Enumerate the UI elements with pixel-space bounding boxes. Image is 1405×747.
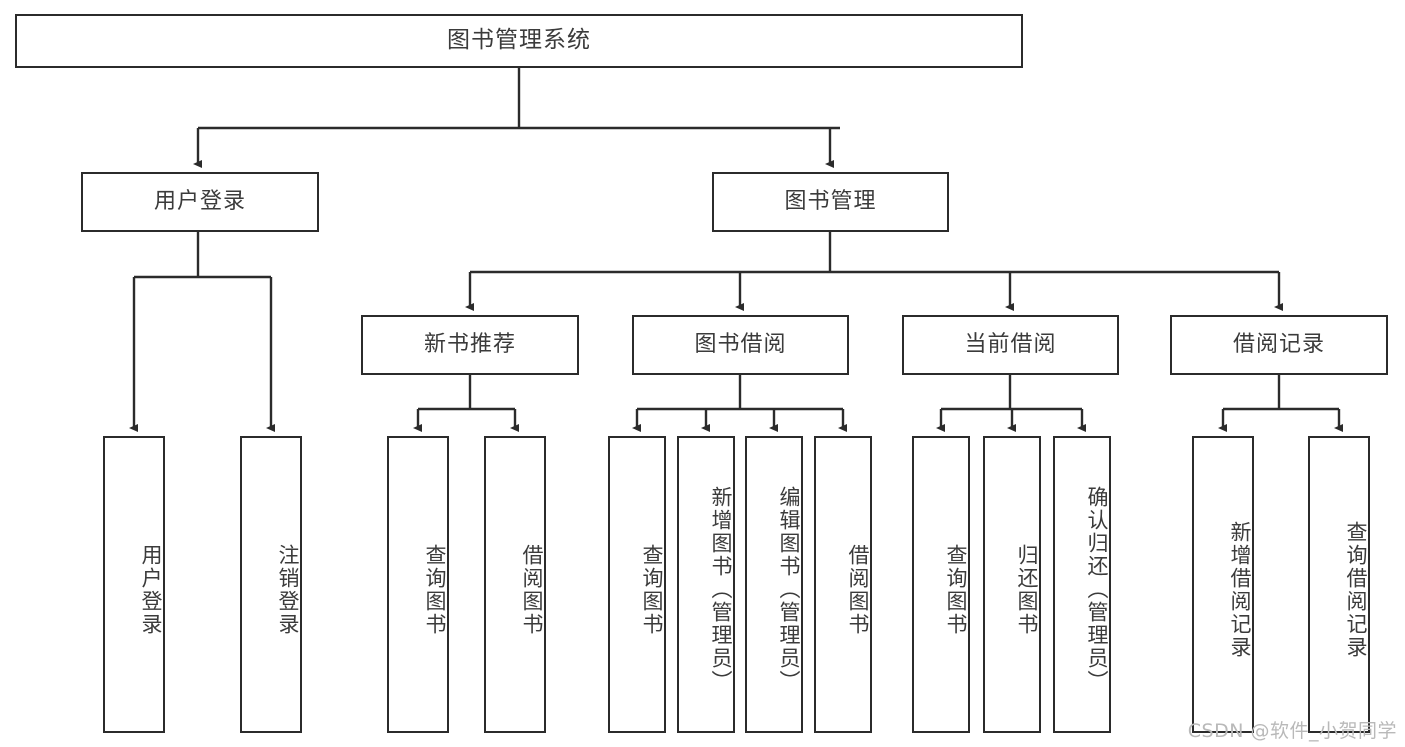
node-root-label: 图书管理系统: [447, 27, 591, 54]
leaf-edit-book-admin-label: 编辑图书（管理员）: [777, 486, 801, 693]
leaf-logout[interactable]: 注销登录: [240, 436, 302, 733]
leaf-add-book-admin[interactable]: 新增图书（管理员）: [677, 436, 735, 733]
node-book-borrow[interactable]: 图书借阅: [632, 315, 849, 375]
node-current-borrow-label: 当前借阅: [964, 331, 1057, 357]
leaf-query-book-current-label: 查询图书: [944, 543, 968, 636]
leaf-borrow-book[interactable]: 借阅图书: [814, 436, 872, 733]
leaf-return-book-label: 归还图书: [1015, 543, 1039, 636]
leaf-query-book-recommend-label: 查询图书: [423, 543, 447, 636]
leaf-user-login[interactable]: 用户登录: [103, 436, 165, 733]
leaf-query-book-current[interactable]: 查询图书: [912, 436, 970, 733]
node-new-book-recommend-label: 新书推荐: [423, 331, 516, 357]
leaf-borrow-book-recommend-label: 借阅图书: [520, 543, 544, 636]
node-user-login[interactable]: 用户登录: [81, 172, 319, 232]
leaf-add-borrow-record[interactable]: 新增借阅记录: [1192, 436, 1254, 733]
leaf-query-book-borrow-label: 查询图书: [640, 543, 664, 636]
node-borrow-record[interactable]: 借阅记录: [1170, 315, 1388, 375]
leaf-confirm-return-admin-label: 确认归还（管理员）: [1085, 486, 1109, 693]
node-book-management-label: 图书管理: [784, 188, 877, 214]
node-borrow-record-label: 借阅记录: [1232, 331, 1325, 357]
leaf-query-book-borrow[interactable]: 查询图书: [608, 436, 666, 733]
leaf-add-book-admin-label: 新增图书（管理员）: [709, 486, 733, 693]
node-book-borrow-label: 图书借阅: [694, 331, 787, 357]
leaf-add-borrow-record-label: 新增借阅记录: [1228, 520, 1252, 659]
node-new-book-recommend[interactable]: 新书推荐: [361, 315, 579, 375]
leaf-user-login-label: 用户登录: [139, 543, 163, 636]
node-user-login-label: 用户登录: [153, 188, 246, 214]
node-current-borrow[interactable]: 当前借阅: [902, 315, 1119, 375]
leaf-query-borrow-record-label: 查询借阅记录: [1344, 520, 1368, 659]
leaf-confirm-return-admin[interactable]: 确认归还（管理员）: [1053, 436, 1111, 733]
watermark: CSDN @软件_小贺同学: [1187, 720, 1397, 742]
leaf-query-book-recommend[interactable]: 查询图书: [387, 436, 449, 733]
leaf-borrow-book-label: 借阅图书: [846, 543, 870, 636]
leaf-borrow-book-recommend[interactable]: 借阅图书: [484, 436, 546, 733]
node-book-management[interactable]: 图书管理: [712, 172, 949, 232]
leaf-return-book[interactable]: 归还图书: [983, 436, 1041, 733]
leaf-query-borrow-record[interactable]: 查询借阅记录: [1308, 436, 1370, 733]
node-root[interactable]: 图书管理系统: [15, 14, 1023, 68]
leaf-edit-book-admin[interactable]: 编辑图书（管理员）: [745, 436, 803, 733]
leaf-logout-label: 注销登录: [276, 543, 300, 636]
